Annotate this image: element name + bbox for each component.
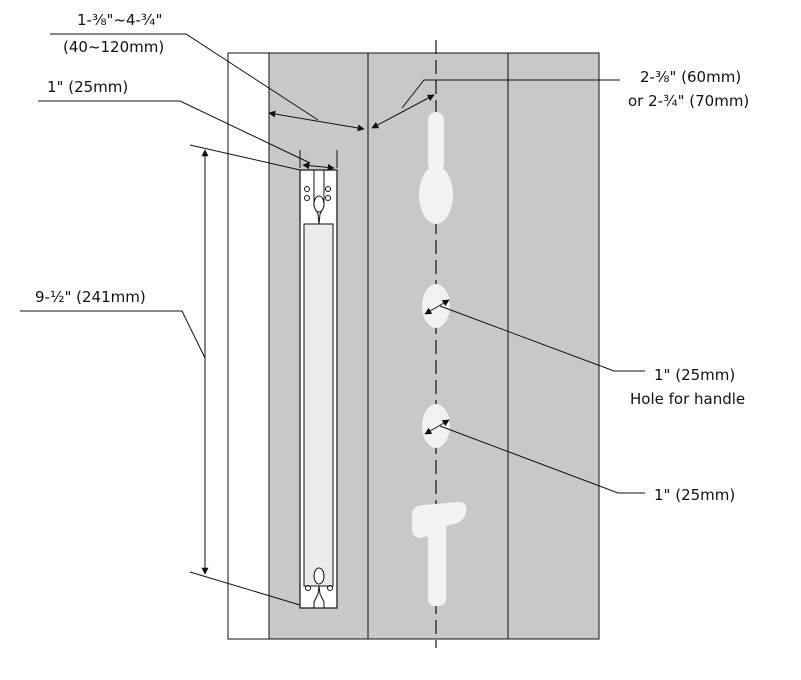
t-handle-cutout bbox=[412, 502, 467, 606]
hole-upper-leader bbox=[424, 299, 645, 372]
handle-hole-lower bbox=[422, 404, 450, 448]
center-offset-dimension bbox=[371, 79, 620, 129]
height-label: 9-½" (241mm) bbox=[35, 288, 146, 306]
door-panel-right bbox=[507, 52, 600, 640]
escutcheon-plate bbox=[299, 169, 338, 609]
center-offset-label-line1: 2-⅜" (60mm) bbox=[640, 68, 741, 86]
hole-upper-label-line1: 1" (25mm) bbox=[654, 366, 735, 384]
backset-dimension bbox=[50, 33, 365, 132]
hole-lower-label: 1" (25mm) bbox=[654, 486, 735, 504]
hole-upper-label-line2: Hole for handle bbox=[630, 390, 745, 408]
center-offset-label-line2: or 2-¾" (70mm) bbox=[628, 92, 749, 110]
backset-label-line1: 1-⅜"~4-¾" bbox=[77, 11, 162, 29]
backset-label-line2: (40~120mm) bbox=[63, 38, 164, 56]
plate-width-label: 1" (25mm) bbox=[47, 78, 128, 96]
hole-lower-leader bbox=[424, 419, 645, 494]
height-dimension bbox=[20, 144, 301, 606]
plate-width-dimension bbox=[38, 100, 338, 171]
handle-hole-upper bbox=[422, 284, 450, 328]
